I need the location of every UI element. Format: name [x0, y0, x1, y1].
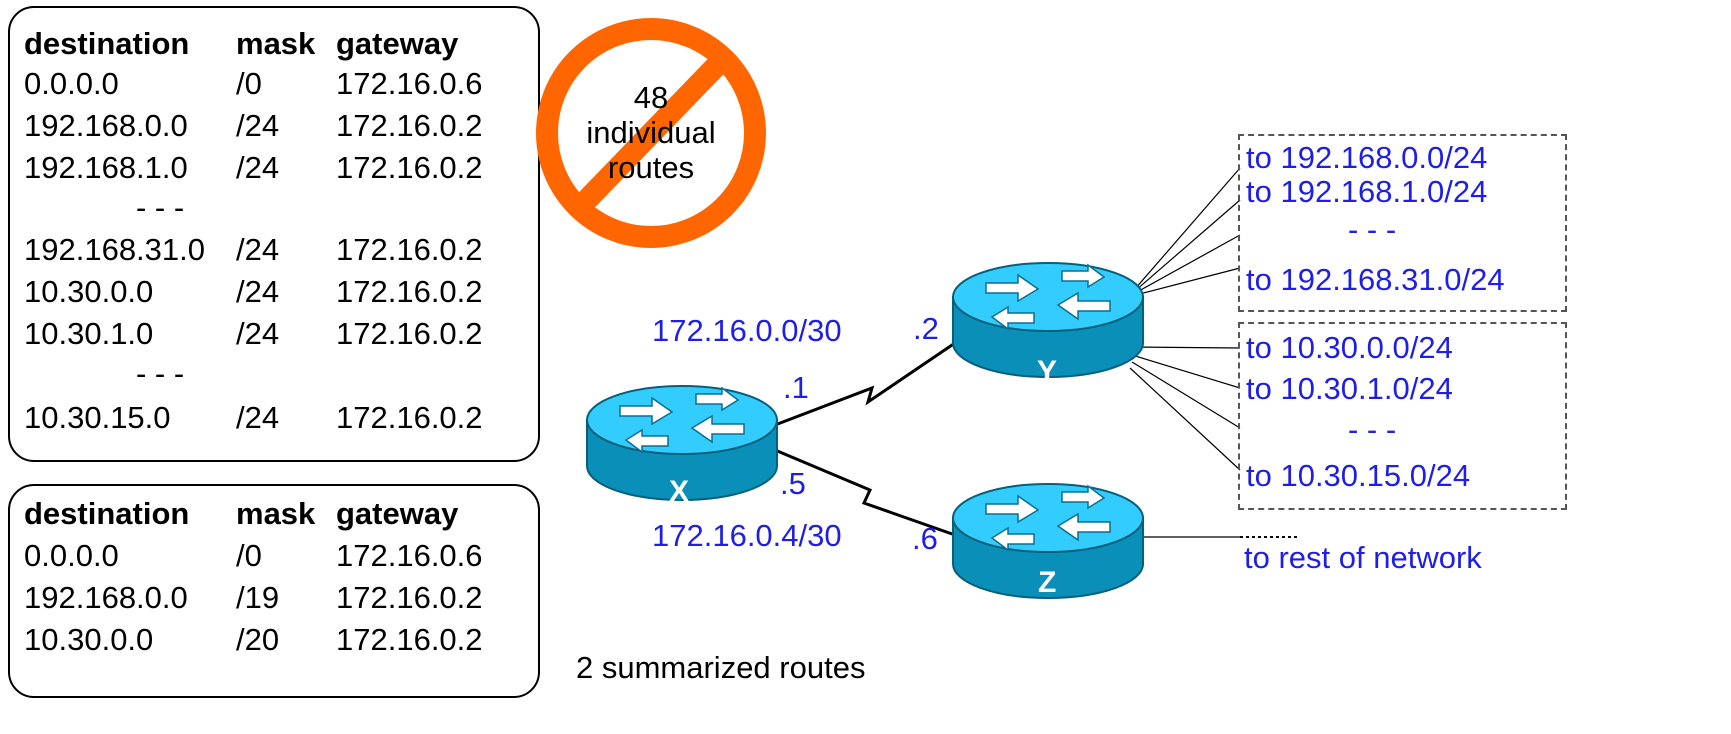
cell-gateway: 172.16.0.2	[336, 316, 483, 351]
x-to-z-interface: .5	[780, 466, 806, 501]
cell-mask: /24	[236, 400, 280, 435]
route-label: to 192.168.31.0/24	[1246, 262, 1505, 297]
cell-destination: 10.30.0.0	[24, 274, 154, 309]
cell-mask: /0	[236, 66, 262, 101]
header-gateway: gateway	[336, 26, 459, 61]
prohibition-line-1: 48	[633, 80, 669, 115]
cell-destination: 192.168.1.0	[24, 150, 188, 185]
prohibition-icon	[536, 18, 766, 248]
ellipsis: - - -	[136, 356, 185, 391]
cell-mask: /24	[236, 316, 280, 351]
x-to-y-interface: .1	[783, 370, 809, 405]
serial-links	[774, 341, 956, 537]
cell-destination: 10.30.15.0	[24, 400, 171, 435]
cell-mask: /24	[236, 150, 280, 185]
cell-destination: 192.168.31.0	[24, 232, 206, 267]
cell-mask: /0	[236, 538, 262, 573]
xz-subnet-label: 172.16.0.4/30	[652, 518, 842, 553]
cell-gateway: 172.16.0.2	[336, 400, 483, 435]
cell-gateway: 172.16.0.2	[336, 274, 483, 309]
summary-caption: 2 summarized routes	[576, 650, 866, 685]
cell-destination: 10.30.0.0	[24, 622, 154, 657]
route-label: to 10.30.15.0/24	[1246, 458, 1471, 493]
cell-gateway: 172.16.0.2	[336, 232, 483, 267]
cell-gateway: 172.16.0.2	[336, 108, 483, 143]
header-destination: destination	[24, 26, 190, 61]
route-group-192-168	[1238, 134, 1567, 312]
cell-destination: 10.30.1.0	[24, 316, 154, 351]
router-x-label: X	[669, 475, 690, 508]
cell-gateway: 172.16.0.6	[336, 66, 483, 101]
cell-mask: /19	[236, 580, 280, 615]
cell-mask: /20	[236, 622, 280, 657]
route-label: to 192.168.0.0/24	[1246, 140, 1488, 175]
cell-destination: 0.0.0.0	[24, 538, 119, 573]
route-ellipsis: - - -	[1348, 212, 1397, 247]
full-routing-table: destination mask gateway 0.0.0.0 /0 172.…	[8, 6, 540, 462]
route-group-10-30	[1238, 322, 1567, 510]
header-mask: mask	[236, 496, 316, 531]
header-destination: destination	[24, 496, 190, 531]
cell-gateway: 172.16.0.2	[336, 622, 483, 657]
cell-mask: /24	[236, 274, 280, 309]
cell-mask: /24	[236, 108, 280, 143]
ellipsis: - - -	[136, 190, 185, 225]
prohibition-line-3: routes	[607, 150, 695, 185]
cell-gateway: 172.16.0.2	[336, 580, 483, 615]
cell-destination: 192.168.0.0	[24, 580, 188, 615]
cell-gateway: 172.16.0.6	[336, 538, 483, 573]
route-ellipsis: - - -	[1348, 412, 1397, 447]
prohibition-text: 48 individual routes	[553, 80, 749, 185]
cell-mask: /24	[236, 232, 280, 267]
cell-destination: 192.168.0.0	[24, 108, 188, 143]
y-interface: .2	[913, 311, 939, 346]
route-fan-lines	[1127, 167, 1241, 538]
rest-of-network-label: to rest of network	[1244, 540, 1482, 575]
cell-destination: 0.0.0.0	[24, 66, 119, 101]
z-interface: .6	[912, 521, 938, 556]
header-mask: mask	[236, 26, 316, 61]
route-label: to 10.30.0.0/24	[1246, 330, 1453, 365]
router-z-label: Z	[1038, 566, 1057, 599]
prohibition-line-2: individual	[586, 115, 716, 150]
summary-routing-table: destination mask gateway 0.0.0.0 /0 172.…	[8, 484, 540, 698]
xy-subnet-label: 172.16.0.0/30	[652, 313, 842, 348]
router-y-label: Y	[1037, 355, 1058, 388]
route-label: to 10.30.1.0/24	[1246, 371, 1453, 406]
route-label: to 192.168.1.0/24	[1246, 174, 1488, 209]
cell-gateway: 172.16.0.2	[336, 150, 483, 185]
header-gateway: gateway	[336, 496, 459, 531]
